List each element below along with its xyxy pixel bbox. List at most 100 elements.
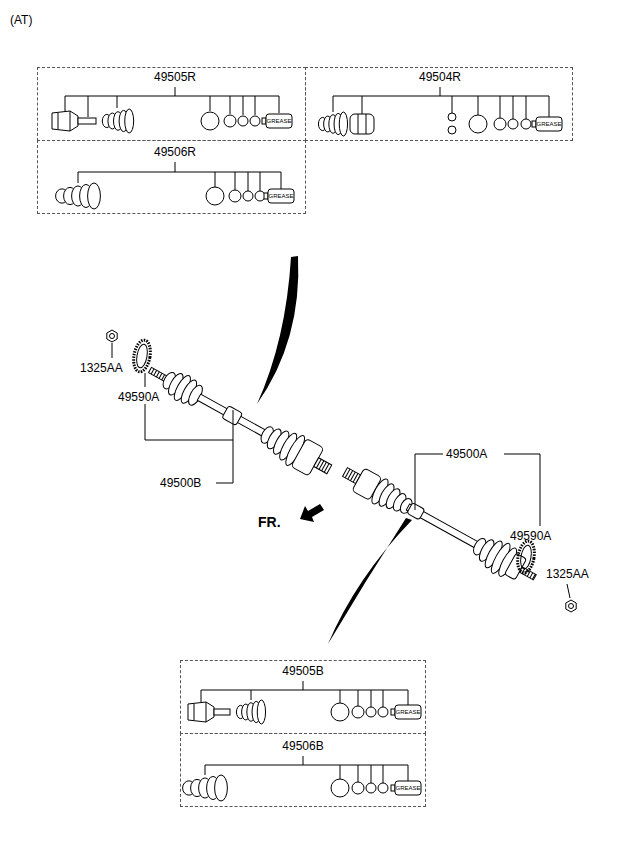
grease-cap: [391, 785, 395, 791]
thread-line: [159, 373, 162, 378]
direction-label: FR.: [258, 515, 281, 529]
kit-number: 49505B: [282, 665, 323, 677]
bracket-line: [279, 96, 280, 113]
tripod-line: [358, 114, 359, 134]
ring-teeth: [515, 540, 536, 574]
spline-line: [324, 464, 329, 473]
housing-line: [206, 702, 207, 722]
thread-line: [156, 372, 159, 377]
bracket-line: [255, 96, 256, 115]
bracket-line: [358, 690, 359, 706]
callout-number: 1325AA: [546, 568, 589, 580]
bracket-line: [340, 690, 341, 703]
kit-number: 49505R: [154, 71, 196, 83]
bracket-line: [303, 756, 304, 765]
clamp-ring: [238, 116, 248, 126]
bracket-line: [205, 765, 206, 775]
tone-ring: [131, 339, 152, 373]
clamp-ring: [366, 707, 376, 717]
bracket-line: [526, 96, 527, 119]
bracket-line: [175, 162, 176, 172]
bracket-line: [65, 96, 66, 111]
clamp-ring: [494, 118, 506, 130]
bracket-line: [408, 765, 409, 781]
clamp-ring: [331, 779, 349, 797]
hex-nut: [107, 330, 117, 342]
housing-line: [70, 111, 71, 131]
kit-number: 49506R: [154, 146, 196, 158]
thread-line: [530, 573, 533, 578]
bracket-line: [549, 96, 550, 117]
bracket-line: [500, 96, 501, 118]
leader-line: [145, 373, 146, 387]
callout-swoosh: [257, 256, 298, 404]
bracket-line: [371, 765, 372, 783]
clamp-ring: [331, 703, 349, 721]
bracket-line: [145, 440, 233, 441]
bracket-line: [78, 172, 79, 183]
boot-fold: [257, 700, 265, 724]
outer-joint: [504, 553, 526, 580]
bracket-line: [243, 96, 244, 115]
clamp-ring: [206, 187, 224, 205]
bracket-line: [201, 690, 408, 691]
boot-fold: [215, 775, 228, 801]
tube-text: GREASE: [266, 118, 291, 124]
left-drive-shaft: [142, 355, 338, 484]
boot-fold: [88, 183, 101, 209]
bracket-line: [408, 690, 409, 705]
shaft-stub: [78, 118, 96, 124]
grease-cap: [262, 118, 266, 124]
bracket-line: [303, 681, 304, 690]
tube-text: GREASE: [395, 709, 420, 715]
clamp-ring: [469, 115, 487, 133]
bracket-line: [540, 454, 541, 526]
thread-line: [532, 574, 535, 579]
clamp-ring: [229, 190, 241, 202]
kit-box: 49505R: [37, 67, 306, 141]
clamp-ring: [224, 115, 236, 127]
bracket-line: [478, 96, 479, 115]
bracket-line: [201, 690, 202, 702]
hex-nut: [566, 600, 576, 612]
spline-stub: [314, 458, 332, 474]
tube-text: GREASE: [536, 121, 561, 127]
clamp-ring: [378, 707, 388, 717]
bracket-line: [415, 454, 443, 455]
kit-number: 49506B: [282, 740, 323, 752]
kit-box: 49505B: [180, 660, 426, 734]
bracket-line: [333, 96, 549, 97]
grease-tube: [268, 189, 294, 203]
bracket-line: [251, 690, 252, 700]
bracket-line: [233, 410, 234, 483]
thread-line: [154, 370, 157, 375]
kit-number: 49504R: [419, 71, 461, 83]
housing-line: [58, 113, 59, 129]
bracket-line: [504, 454, 540, 455]
callout-number: 1325AA: [80, 362, 123, 374]
bracket-line: [340, 765, 341, 779]
grease-cap: [532, 121, 536, 127]
leader-line: [567, 584, 570, 598]
bracket-line: [210, 96, 211, 111]
bracket-line: [117, 96, 118, 108]
ring-inner: [135, 343, 149, 368]
thread-line: [151, 369, 154, 374]
bracket-line: [216, 483, 233, 484]
clamp-ring: [378, 783, 388, 793]
boot-fold: [339, 112, 347, 136]
bracket-line: [88, 96, 89, 117]
bracket-line: [145, 404, 146, 440]
bracket-line: [383, 690, 384, 707]
tripod-joint: [350, 114, 374, 134]
kit-box: 49506R: [37, 140, 306, 214]
boot-fold: [125, 109, 134, 133]
bracket-line: [371, 690, 372, 707]
nut-hole: [110, 334, 115, 339]
clamp-ring: [352, 782, 364, 794]
bracket-line: [440, 87, 441, 96]
bracket-line: [415, 454, 416, 510]
bracket-line: [452, 96, 453, 113]
callout-number: 49590A: [510, 530, 551, 542]
